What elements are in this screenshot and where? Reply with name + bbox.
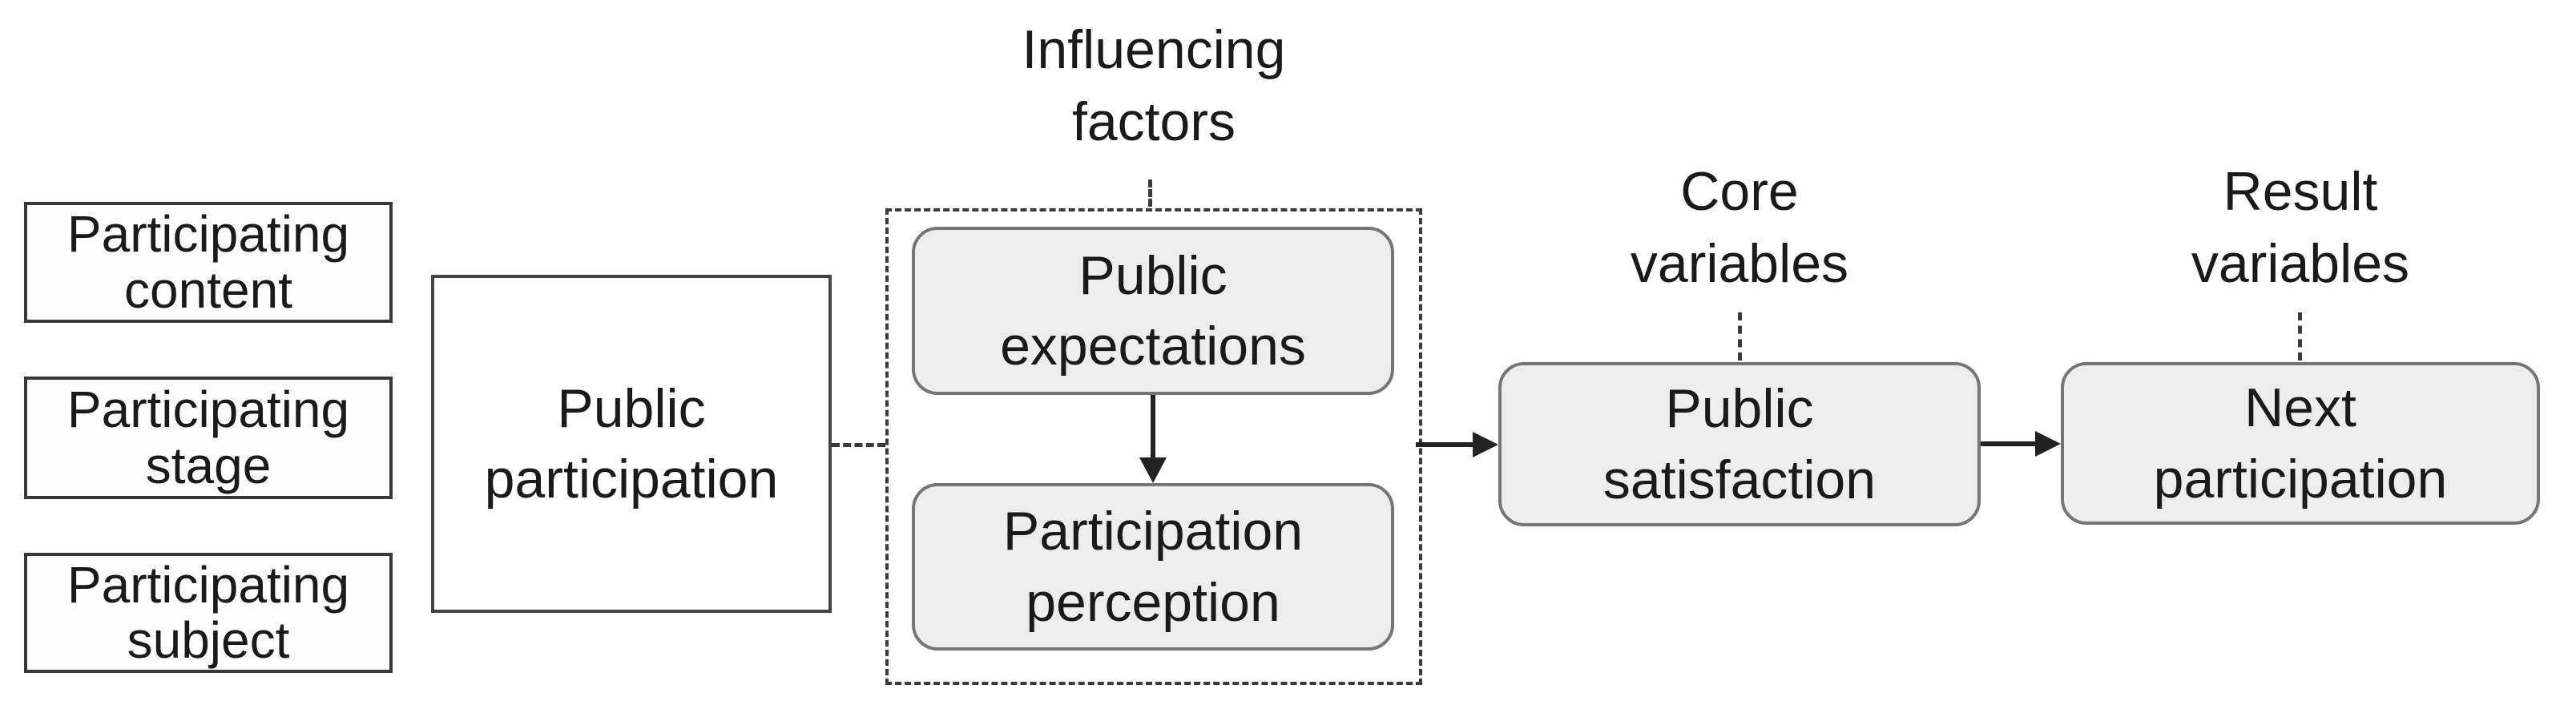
public-expectations-box: Public expectations [912, 227, 1394, 395]
influencing-factors-label: Influencing factors [1022, 19, 1286, 152]
core-variables-label: Core variables [1630, 161, 1849, 294]
satisfaction-to-next-arrowhead [2035, 431, 2061, 457]
result-variables-label: Result variables [2191, 161, 2410, 294]
participation-perception-box: Participation perception [912, 483, 1394, 651]
influencing-factors-dashed-tick [1148, 179, 1152, 207]
core-variables-dashed-tick [1738, 312, 1742, 361]
result-variables-dashed-tick [2298, 312, 2302, 361]
participating-subject-box: Participating subject [24, 553, 393, 673]
public-participation-box: Public participation [431, 275, 832, 613]
satisfaction-to-next-arrow-line [1981, 441, 2038, 446]
public-satisfaction-box: Public satisfaction [1498, 362, 1981, 526]
participation-to-factors-dashed-connector [832, 443, 885, 447]
participating-content-box: Participating content [24, 202, 393, 323]
expectations-to-perception-arrow-line [1151, 395, 1155, 461]
next-participation-box: Next participation [2061, 362, 2540, 525]
factors-to-satisfaction-arrowhead [1473, 432, 1498, 457]
factors-to-satisfaction-arrow-line [1416, 442, 1477, 447]
expectations-to-perception-arrowhead [1139, 457, 1167, 483]
participating-stage-box: Participating stage [24, 377, 393, 499]
